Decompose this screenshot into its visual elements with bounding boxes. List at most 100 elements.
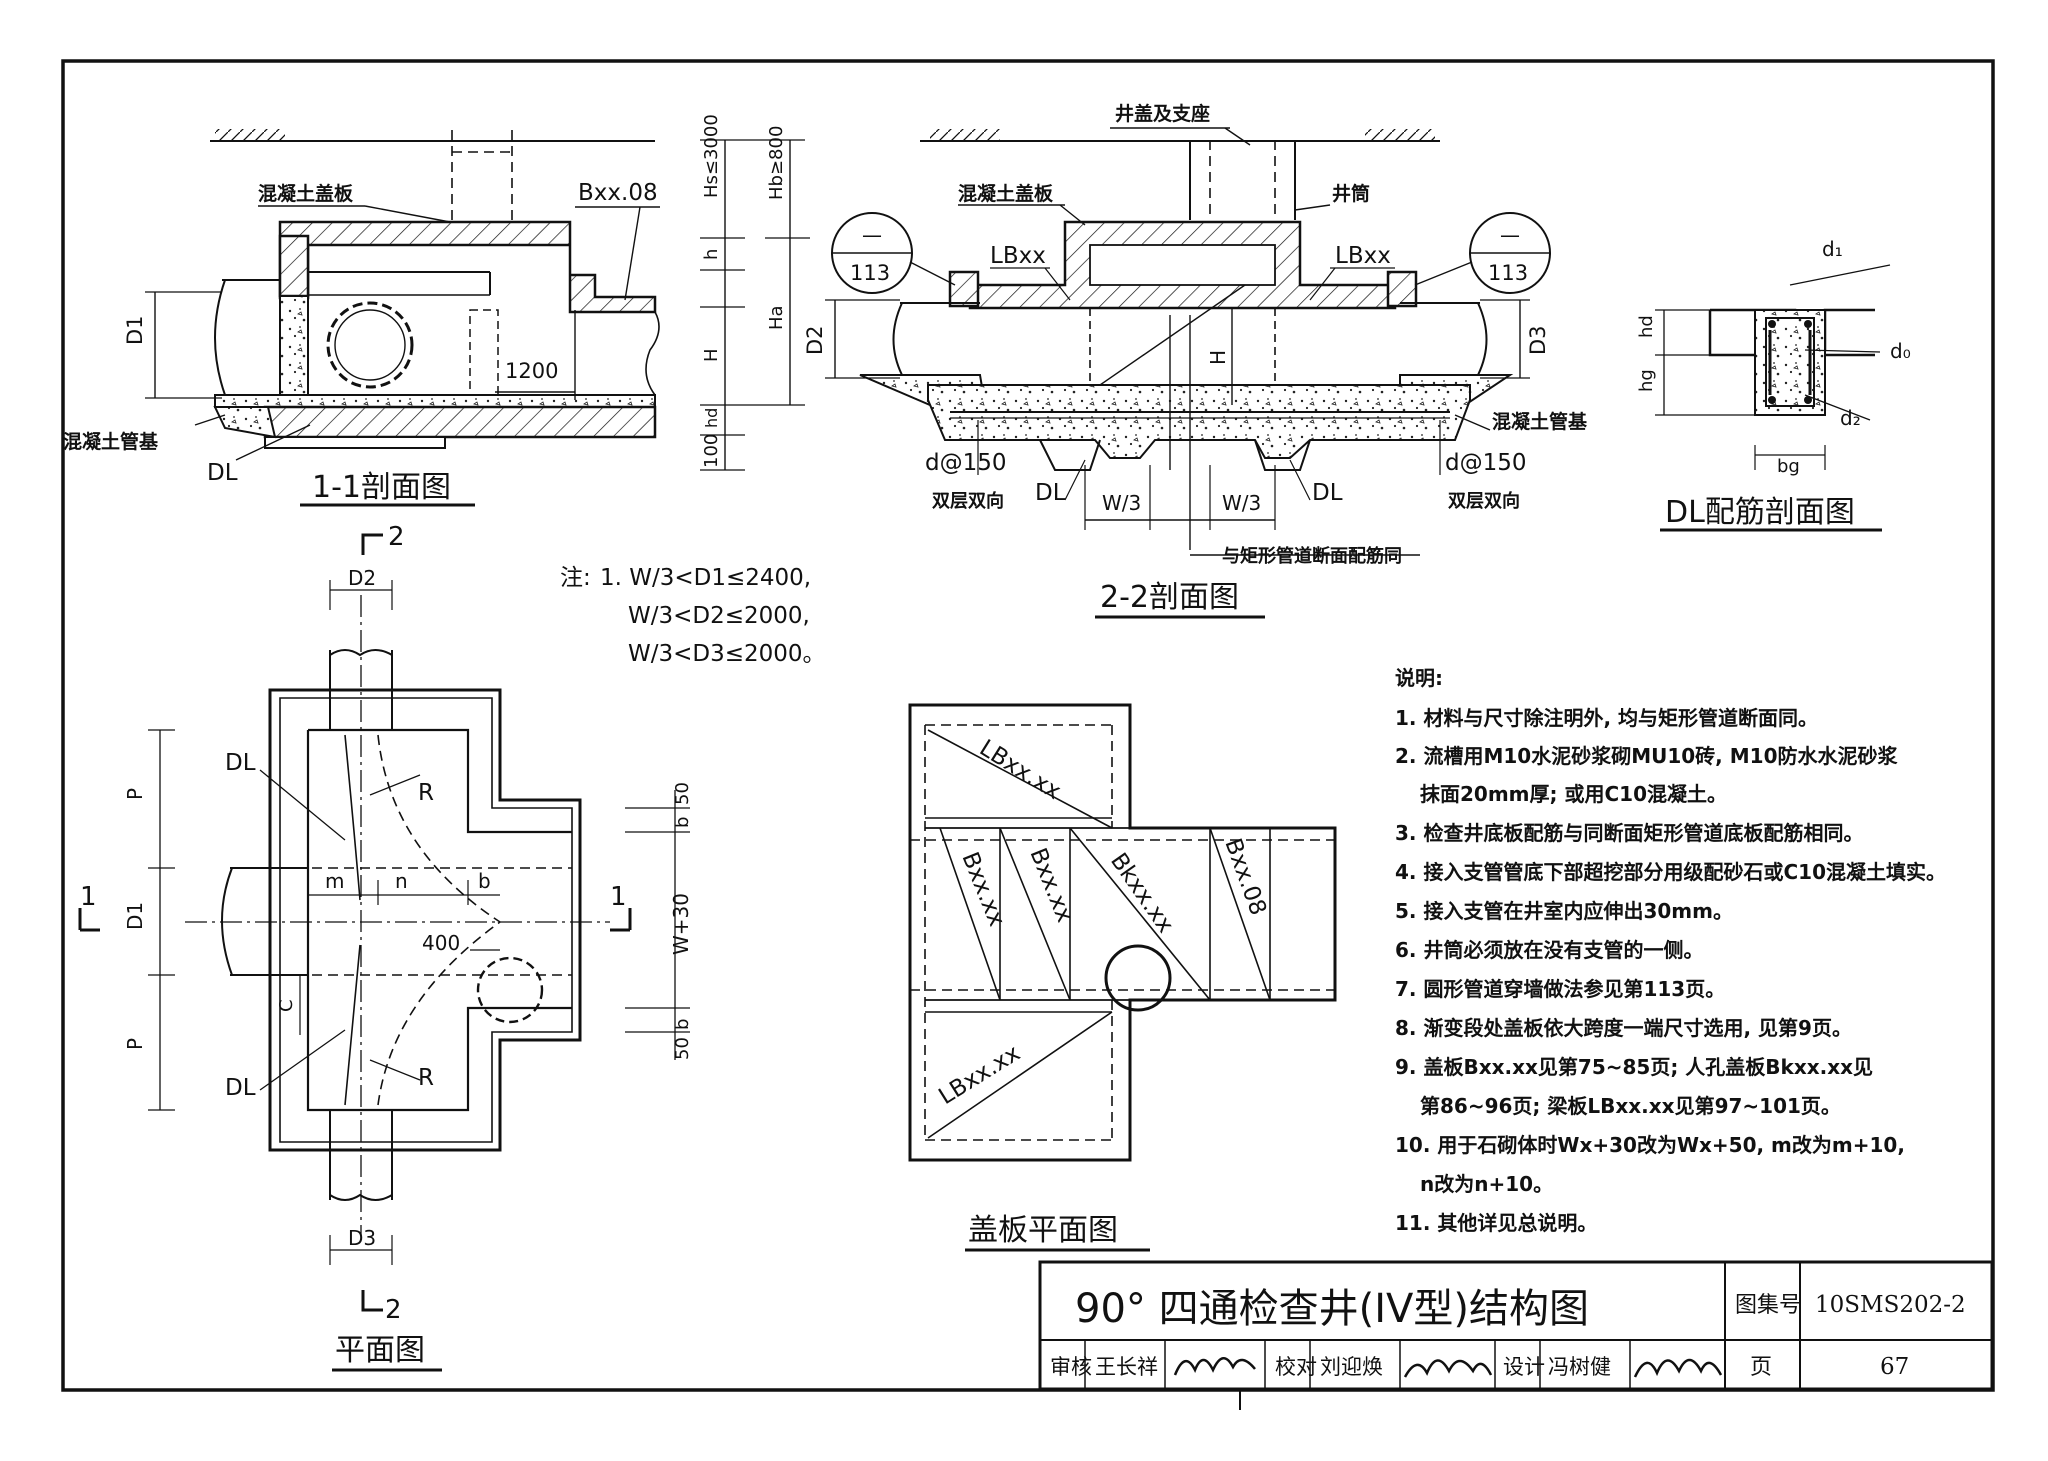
plan-b: b xyxy=(478,869,491,893)
plan-w30: W+30 xyxy=(669,893,693,955)
explanation-item-7: 7. 圆形管道穿墙做法参见第113页。 xyxy=(1395,977,1725,1001)
plan-d2: D2 xyxy=(348,566,376,590)
drawing-set-code: 10SMS202-2 xyxy=(1815,1292,1966,1318)
explanation-item-8: 8. 渐变段处盖板依大跨度一端尺寸选用, 见第9页。 xyxy=(1395,1016,1852,1040)
notes-line-2: W/3<D2≤2000, xyxy=(628,603,810,629)
dim-hb: Hb≥800 xyxy=(766,126,787,200)
dim-hd: hd xyxy=(702,408,721,428)
dl-detail: d₁ d₀ d₂ hd hg bg DL配筋剖面图 xyxy=(1636,237,1911,532)
explanation-item-11: 11. 其他详见总说明。 xyxy=(1395,1211,1597,1235)
cover-label-bk: Bkxx.xx xyxy=(1105,849,1178,938)
checker-signature xyxy=(1403,1359,1493,1378)
explanation-item-5: 5. 接入支管在井室内应伸出30mm。 xyxy=(1395,899,1733,923)
explanation-item-10: 10. 用于石砌体时Wx+30改为Wx+50, m改为m+10, xyxy=(1395,1133,1905,1157)
designer-signature xyxy=(1633,1358,1723,1378)
explanation-heading: 说明: xyxy=(1395,666,1443,690)
plan-p-top: P xyxy=(123,788,147,800)
dim-d2-section: D2 xyxy=(803,325,827,355)
notes-prefix: 注: xyxy=(560,565,591,591)
design-label: 设计 xyxy=(1503,1355,1545,1379)
plan-p-bottom: P xyxy=(123,1038,147,1050)
notes-line-1: 1. W/3<D1≤2400, xyxy=(600,565,811,591)
explanation-item-2: 2. 流槽用M10水泥砂浆砌MU10砖, M10防水水泥砂浆 xyxy=(1395,744,1898,768)
concrete-cover-label-2: 混凝土盖板 xyxy=(958,182,1054,205)
explanation-item-3: 3. 检查井底板配筋与同断面矩形管道底板配筋相同。 xyxy=(1395,821,1863,845)
plan-50-top: 50 xyxy=(672,782,693,805)
cover-label-lb-bottom: LBxx.xx xyxy=(934,1040,1024,1110)
pipe-base-label: 混凝土管基 xyxy=(63,430,159,453)
concrete-cover-label: 混凝土盖板 xyxy=(258,182,354,205)
sheet-title: 90° 四通检查井(IV型)结构图 xyxy=(1075,1286,1589,1332)
notes-line-3: W/3<D3≤2000。 xyxy=(628,641,826,667)
dim-hs: Hs≤3000 xyxy=(701,114,722,198)
explanation-item-4: 4. 接入支管管底下部超挖部分用级配砂石或C10混凝土填实。 xyxy=(1395,860,1946,884)
explanation-item-1: 1. 材料与尺寸除注明外, 均与矩形管道断面同。 xyxy=(1395,706,1818,730)
explanation-item-9: 9. 盖板Bxx.xx见第75~85页; 人孔盖板Bkxx.xx见 xyxy=(1395,1055,1873,1079)
title-block: 90° 四通检查井(IV型)结构图 图集号 10SMS202-2 审核 王长祥 … xyxy=(1038,1260,1994,1410)
dim-1200: 1200 xyxy=(505,359,558,383)
section-1-1: 混凝土盖板 Bxx.08 混凝土管基 DL 1200 D1 Hs≤3000 Hb… xyxy=(63,114,810,507)
check-label: 校对 xyxy=(1275,1355,1317,1379)
board-code-label: Bxx.08 xyxy=(578,180,658,206)
plan-dl-top: DL xyxy=(225,750,256,776)
review-label: 审核 xyxy=(1050,1355,1092,1379)
dim-d1: D1 xyxy=(123,315,147,345)
rebar-left-label: d@150 xyxy=(925,450,1007,476)
section-2-2-caption: 2-2剖面图 xyxy=(1100,580,1239,615)
section-2-2: 井盖及支座 井筒 混凝土盖板 LBxx LBxx — 113 — 113 D2 … xyxy=(803,102,1588,619)
dim-H: H xyxy=(701,348,722,362)
plan-r-bottom: R xyxy=(418,1065,434,1091)
plan-d1: D1 xyxy=(123,902,147,930)
cover-support-label: 井盖及支座 xyxy=(1115,102,1210,125)
plan-m: m xyxy=(325,869,344,893)
lb-left-label: LBxx xyxy=(990,243,1046,269)
dl-right-section: DL xyxy=(1312,480,1343,506)
explanation-block: 说明: 1. 材料与尺寸除注明外, 均与矩形管道断面同。 2. 流槽用M10水泥… xyxy=(1395,666,1946,1235)
explanation-item-6: 6. 井筒必须放在没有支管的一侧。 xyxy=(1395,938,1703,962)
plan-r-top: R xyxy=(418,780,434,806)
sheet-border xyxy=(61,59,1995,1392)
dim-ha: Ha xyxy=(766,305,787,330)
section-mark-2-top: 2 xyxy=(388,522,405,552)
plan-400: 400 xyxy=(422,931,460,955)
drawing-set-code-label: 图集号 xyxy=(1735,1293,1801,1318)
page-number: 67 xyxy=(1880,1354,1909,1380)
dim-100: 100 xyxy=(701,434,722,468)
callout-right-page: 113 xyxy=(1488,261,1528,285)
pipe-base-label-2: 混凝土管基 xyxy=(1492,410,1588,433)
dl-hg: hg xyxy=(1636,369,1657,392)
dl-hd: hd xyxy=(1636,315,1657,338)
callout-left-top: — xyxy=(862,223,882,247)
plan-c: C xyxy=(276,999,297,1012)
designer-name: 冯树健 xyxy=(1548,1355,1611,1379)
page-label: 页 xyxy=(1750,1355,1772,1380)
dim-h: h xyxy=(701,249,722,260)
cover-plan: LBxx.xx Bxx.xx Bxx.xx Bkxx.xx Bxx.08 LBx… xyxy=(908,703,1337,1252)
w3-right: W/3 xyxy=(1222,491,1261,515)
section-mark-2-bottom: 2 xyxy=(385,1295,402,1325)
shaft-label: 井筒 xyxy=(1332,182,1370,205)
callout-left-page: 113 xyxy=(850,261,890,285)
explanation-item-10b: n改为n+10。 xyxy=(1420,1172,1553,1196)
dl-d2: d₂ xyxy=(1840,406,1861,430)
dl-detail-caption: DL配筋剖面图 xyxy=(1665,495,1855,530)
plan-b-top: b xyxy=(672,817,693,828)
lb-right-label: LBxx xyxy=(1335,243,1391,269)
plan-caption: 平面图 xyxy=(335,1333,425,1368)
plan-view: D2 D3 P D1 P DL DL R R m n b C 400 50 b … xyxy=(78,522,693,1372)
checker-name: 刘迎焕 xyxy=(1320,1355,1383,1379)
explanation-item-2b: 抹面20mm厚; 或用C10混凝土。 xyxy=(1420,782,1727,806)
section-mark-1-left: 1 xyxy=(80,882,97,912)
dl-left-section: DL xyxy=(1035,480,1066,506)
w3-left: W/3 xyxy=(1102,491,1141,515)
dim-H-section: H xyxy=(1206,350,1230,365)
reviewer-signature xyxy=(1173,1357,1256,1376)
plan-b-bottom: b xyxy=(672,1019,693,1030)
dl-d0: d₀ xyxy=(1890,339,1911,363)
plan-d3: D3 xyxy=(348,1226,376,1250)
double-left-label: 双层双向 xyxy=(932,490,1004,512)
cover-label-b-1: Bxx.xx xyxy=(956,849,1009,931)
plan-n: n xyxy=(395,869,408,893)
